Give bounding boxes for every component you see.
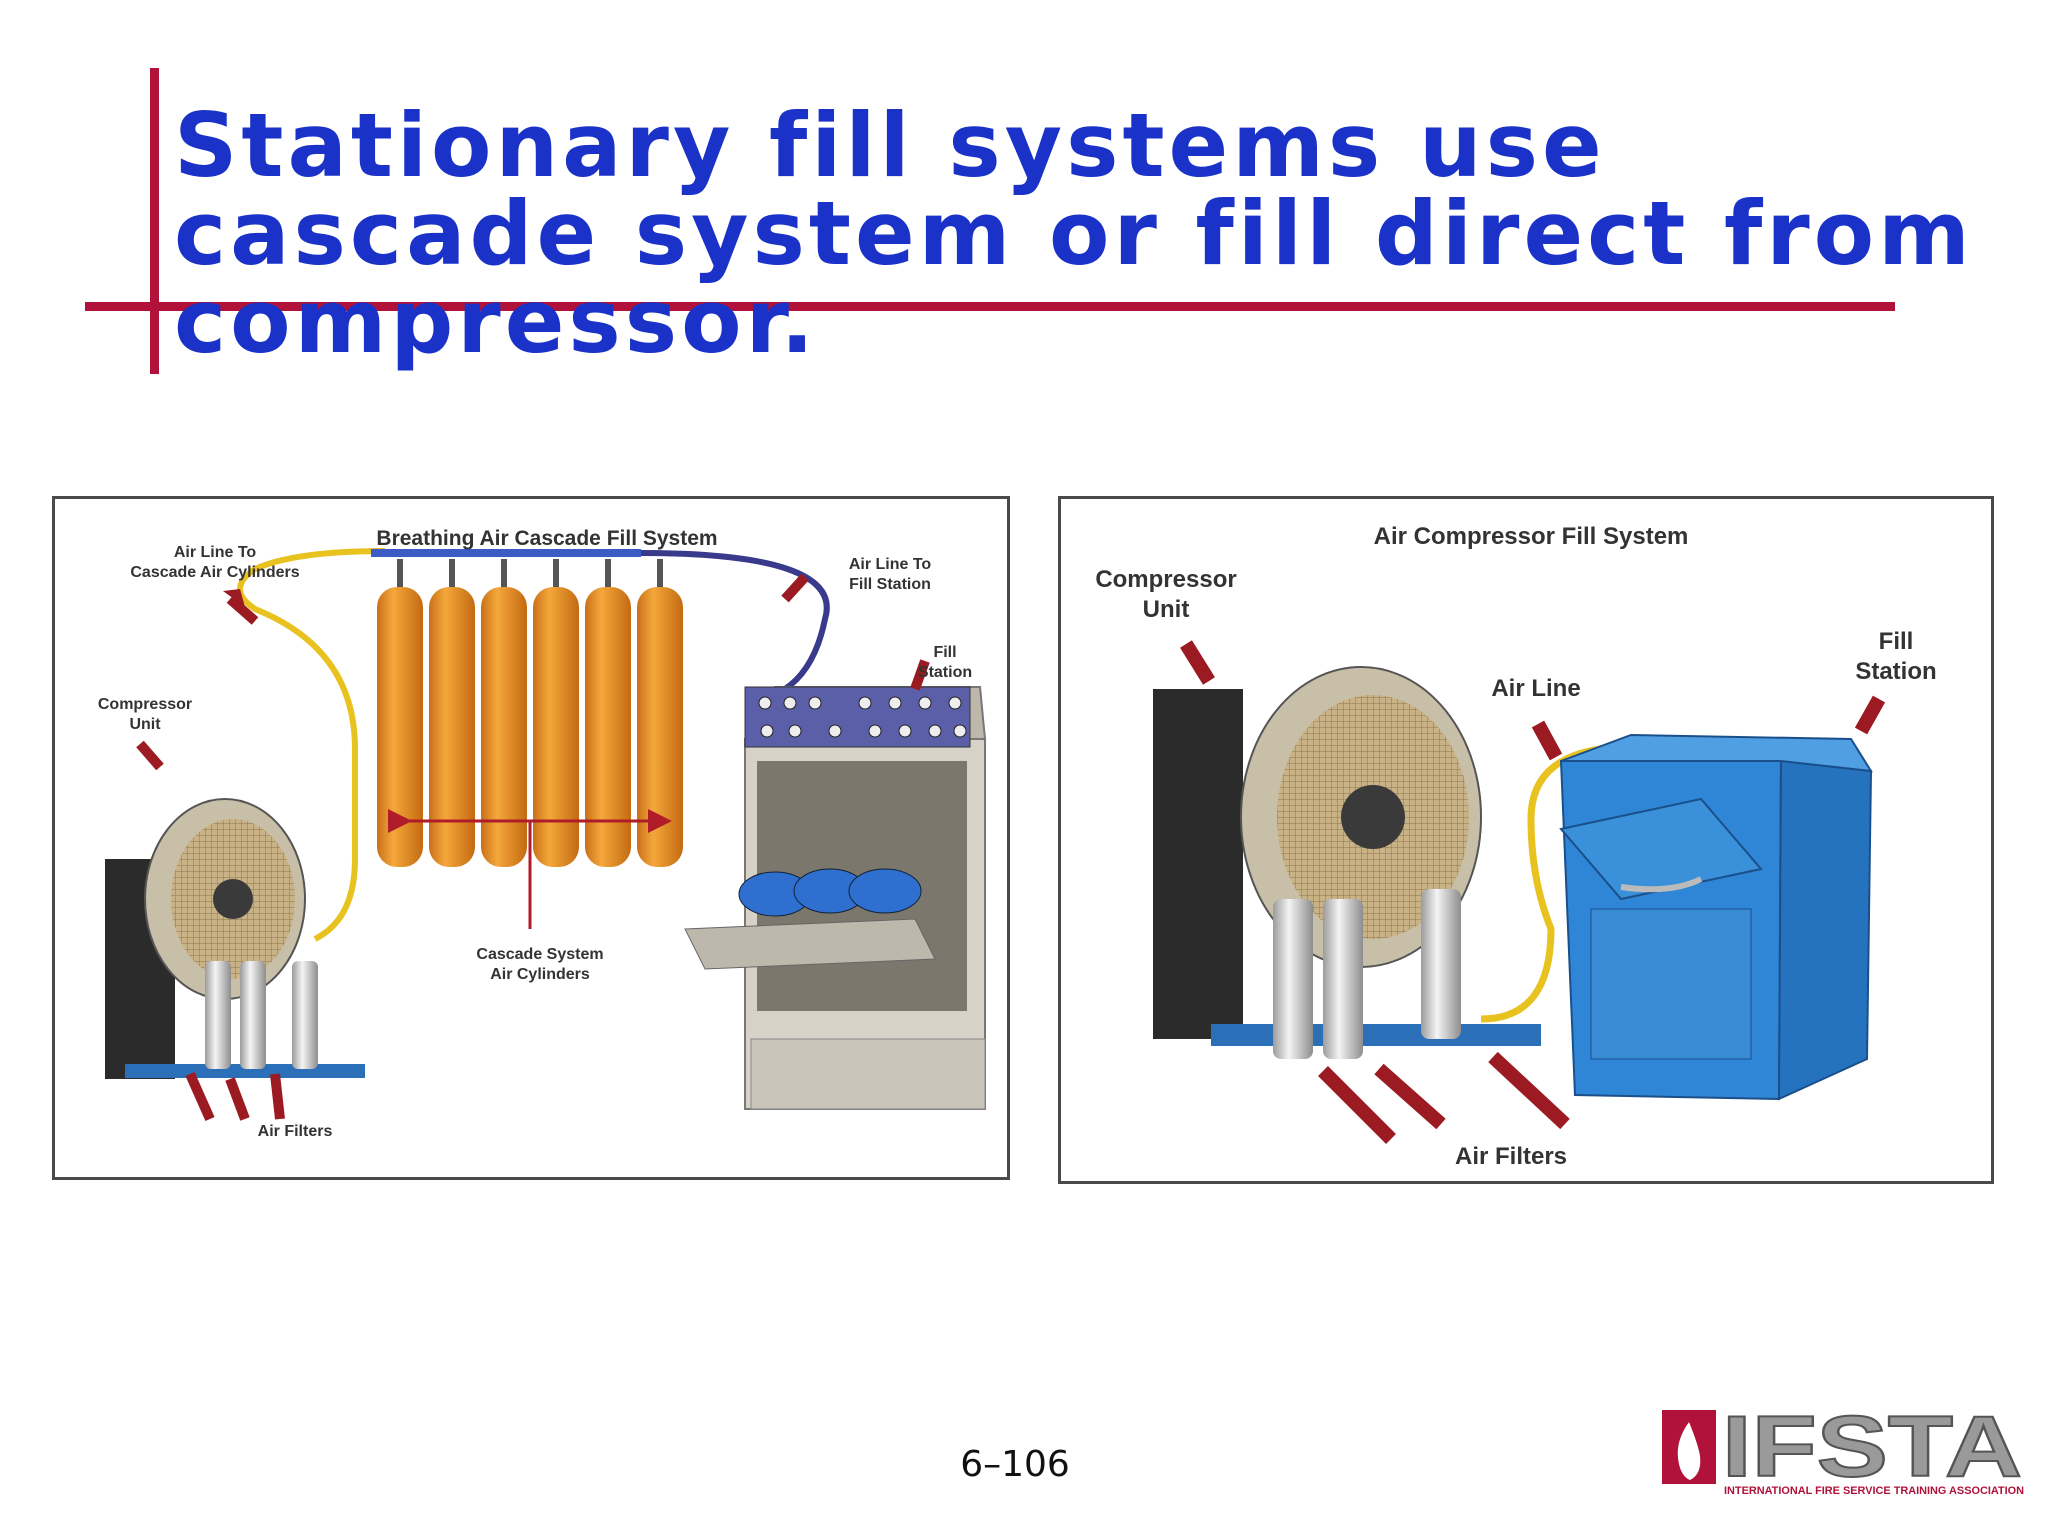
svg-text:IFSTA: IFSTA (1722, 1400, 2022, 1495)
label-fill-station: Fill Station (1855, 628, 1937, 685)
ifsta-logo-mark: IFSTA INTERNATIONAL FIRE SERVICE TRAININ… (1662, 1398, 2024, 1497)
label-air-line: Air Line (1491, 675, 1581, 702)
label-compressor-unit: Compressor Unit (1095, 566, 1237, 623)
compressor-fill-figure: Air Compressor Fill System Compressor Un… (1058, 496, 1994, 1184)
label-air-filters: Air Filters (1454, 1143, 1568, 1170)
left-figure-title: Breathing Air Cascade Fill System (376, 527, 718, 550)
label-compressor-unit: Compressor Unit (97, 696, 193, 733)
title-horizontal-rule (85, 302, 1895, 311)
title-vertical-rule (150, 68, 159, 374)
cascade-fill-figure: Breathing Air Cascade Fill System Air Li… (52, 496, 1010, 1180)
label-air-filters: Air Filters (257, 1123, 333, 1140)
svg-text:INTERNATIONAL FIRE SERVICE TRA: INTERNATIONAL FIRE SERVICE TRAINING ASSO… (1724, 1485, 2024, 1497)
label-fill-station: Fill Station (917, 644, 973, 681)
label-air-line-to-fill-station: Air Line To Fill Station (848, 556, 932, 593)
label-cascade-cylinders: Cascade System Air Cylinders (476, 946, 604, 983)
page-number: 6–106 (960, 1444, 1070, 1485)
label-air-line-to-cascade: Air Line To Cascade Air Cylinders (130, 544, 300, 581)
right-figure-title: Air Compressor Fill System (1373, 523, 1689, 550)
ifsta-logo: IFSTA INTERNATIONAL FIRE SERVICE TRAININ… (1656, 1398, 2030, 1498)
compressor-fill-illustration (1153, 640, 1886, 1144)
cascade-fill-illustration (105, 548, 987, 1122)
slide-title: Stationary fill systems use cascade syst… (174, 94, 1974, 373)
